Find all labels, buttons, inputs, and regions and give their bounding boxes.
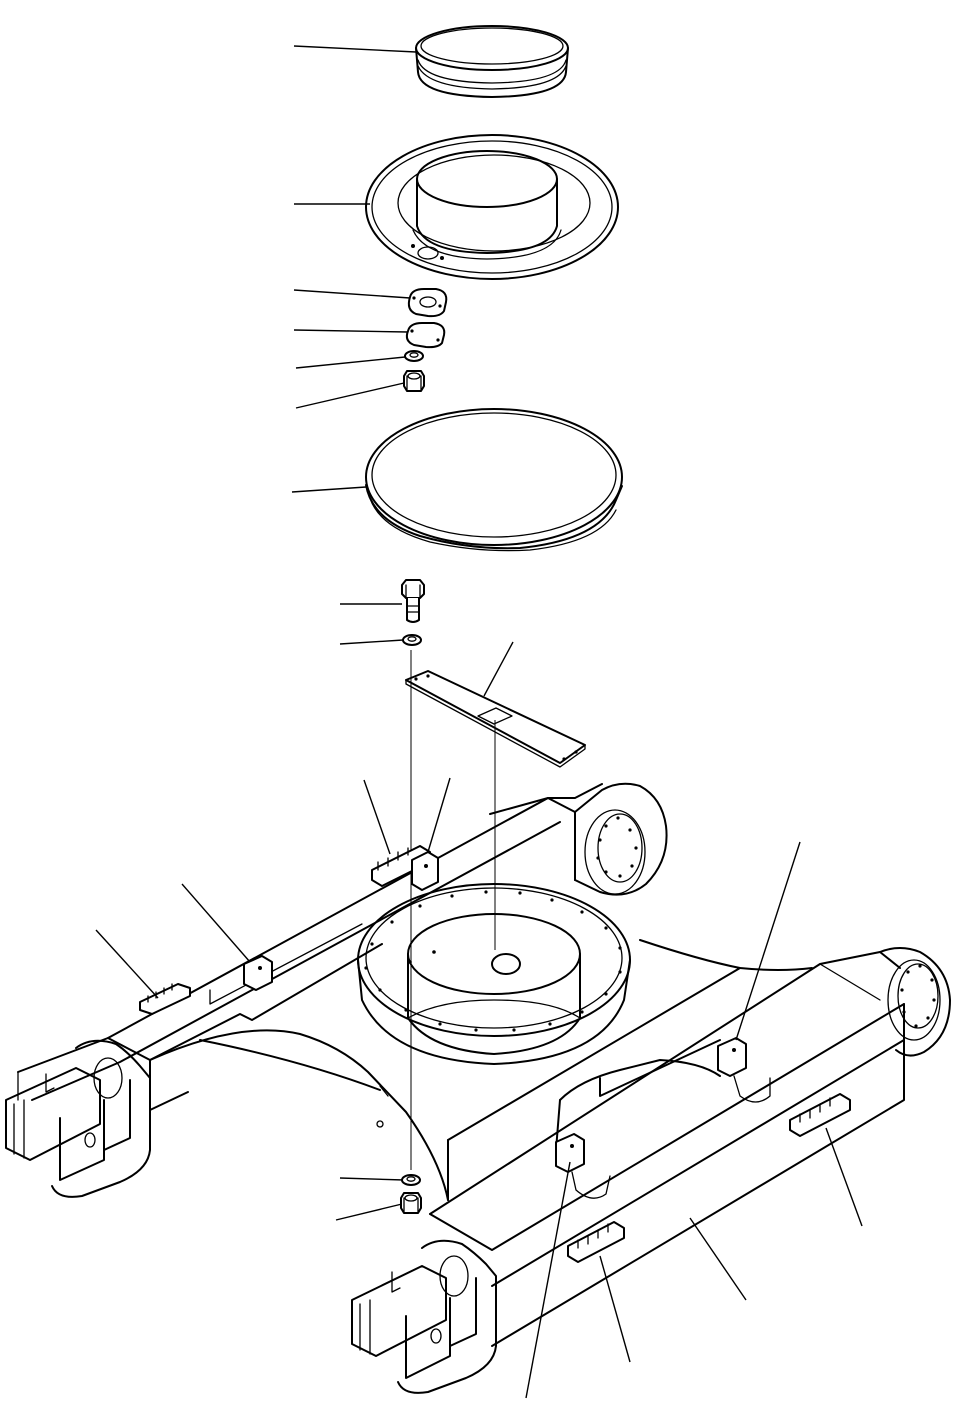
callout-leader-13 [181,883,251,963]
washer-bottom [401,1174,421,1186]
upper-seal-ring [415,25,569,98]
callout-leader-15 [735,841,801,1041]
callout-leader-17 [689,1217,747,1301]
callout-leader-10 [483,641,514,697]
callout-leader-19 [525,1161,571,1399]
callout-leader-1 [293,45,417,53]
callout-leader-18 [599,1255,631,1363]
callout-leader-3 [293,289,411,299]
callout-leader-9 [339,639,404,645]
callout-leader-14 [95,929,159,999]
callout-leader-6 [295,382,405,409]
callout-leader-5 [295,356,406,369]
nut-bottom [400,1192,422,1214]
cover-plate [405,322,446,349]
callout-leader-12 [427,777,451,853]
swing-circle-mount [357,883,631,1065]
center-plate [405,670,586,768]
spring-washer [402,634,422,646]
track-frame [5,782,951,1394]
callout-leader-7 [291,486,367,493]
callout-leader-20 [339,1177,405,1181]
dust-seal-plate [365,134,619,280]
callout-leader-16 [825,1127,863,1227]
callout-leader-4 [293,329,409,333]
callout-leader-21 [335,1203,403,1221]
nut-top [403,370,425,392]
callout-leaders [95,45,863,1399]
bolt [401,579,425,623]
washer-top [404,350,424,362]
gasket [407,288,448,318]
callout-leader-11 [363,779,391,855]
o-ring-seal [365,408,623,552]
